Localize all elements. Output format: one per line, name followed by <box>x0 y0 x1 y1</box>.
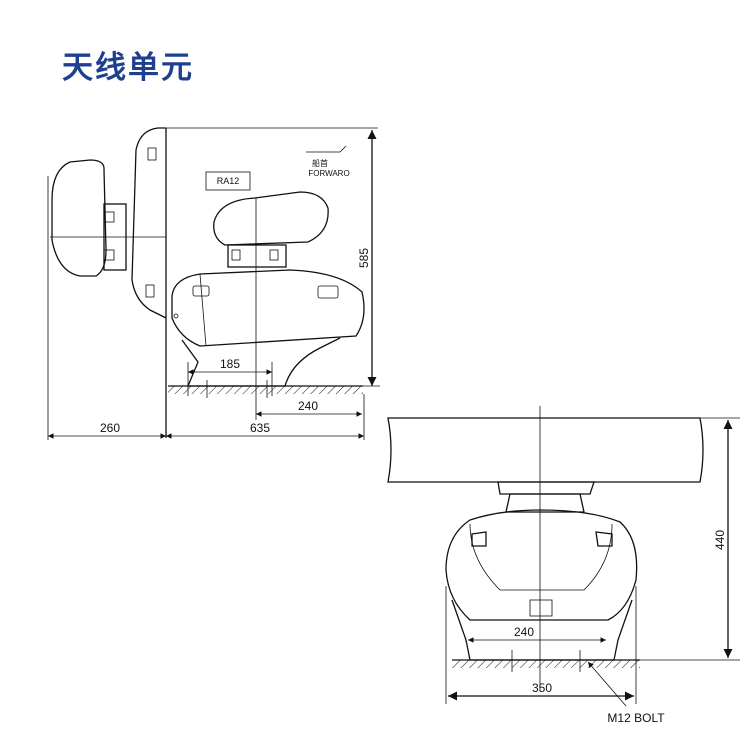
side-pedestal-tab-left <box>231 249 241 261</box>
side-rear-slot-bottom <box>145 284 155 298</box>
front-bolt-span-label: 240 <box>514 625 534 639</box>
side-rear-neck-tab-bottom <box>103 249 115 261</box>
front-ground-hatch <box>452 660 640 668</box>
front-radome <box>387 417 704 483</box>
side-pedestal-tab-right <box>269 249 279 261</box>
front-view: 440 240 350 M12 BOLT <box>387 406 740 725</box>
front-gearbox-body <box>445 509 638 621</box>
front-width-label: 350 <box>532 681 552 695</box>
front-window-right <box>595 531 613 547</box>
side-rear-neck-tab-top <box>103 211 115 223</box>
side-model-box <box>205 171 251 191</box>
side-bow-label: 船首 <box>312 158 328 168</box>
side-upper-pedestal <box>227 244 287 268</box>
forward-arrow-icon <box>306 145 347 153</box>
front-gearbox-inner <box>469 523 613 591</box>
front-bolt-label: M12 BOLT <box>607 711 665 725</box>
side-length-label: 635 <box>250 421 270 435</box>
side-model-label: RA12 <box>217 176 240 186</box>
front-skirt <box>451 599 633 661</box>
side-forward-label: FORWARO <box>308 169 349 178</box>
side-gearbox-seam <box>199 273 207 347</box>
side-view: RA12 船首 FORWARO 585 185 240 260 635 <box>47 127 380 440</box>
side-skirt <box>181 337 341 387</box>
side-rear-slot-top <box>147 147 157 161</box>
side-gearbox-window-right <box>317 285 339 299</box>
front-height-label: 440 <box>713 530 727 550</box>
side-rear-radome <box>51 159 107 277</box>
side-base-span-label: 185 <box>220 357 240 371</box>
side-upper-radome <box>213 191 329 246</box>
front-bolt-leader <box>587 661 627 707</box>
front-neck <box>505 493 585 513</box>
side-gearbox-body <box>171 269 365 347</box>
page-title: 天线单元 <box>62 50 194 86</box>
side-rear-housing <box>131 127 167 319</box>
side-rear-label: 260 <box>100 421 120 435</box>
front-neck-flange <box>497 481 595 495</box>
front-center-plate <box>529 599 553 617</box>
side-gearbox-dot <box>173 313 179 319</box>
side-ground-hatch <box>168 386 363 394</box>
front-window-left <box>471 531 487 547</box>
side-height-label: 585 <box>357 248 371 268</box>
side-bolt-offset-label: 240 <box>298 399 318 413</box>
